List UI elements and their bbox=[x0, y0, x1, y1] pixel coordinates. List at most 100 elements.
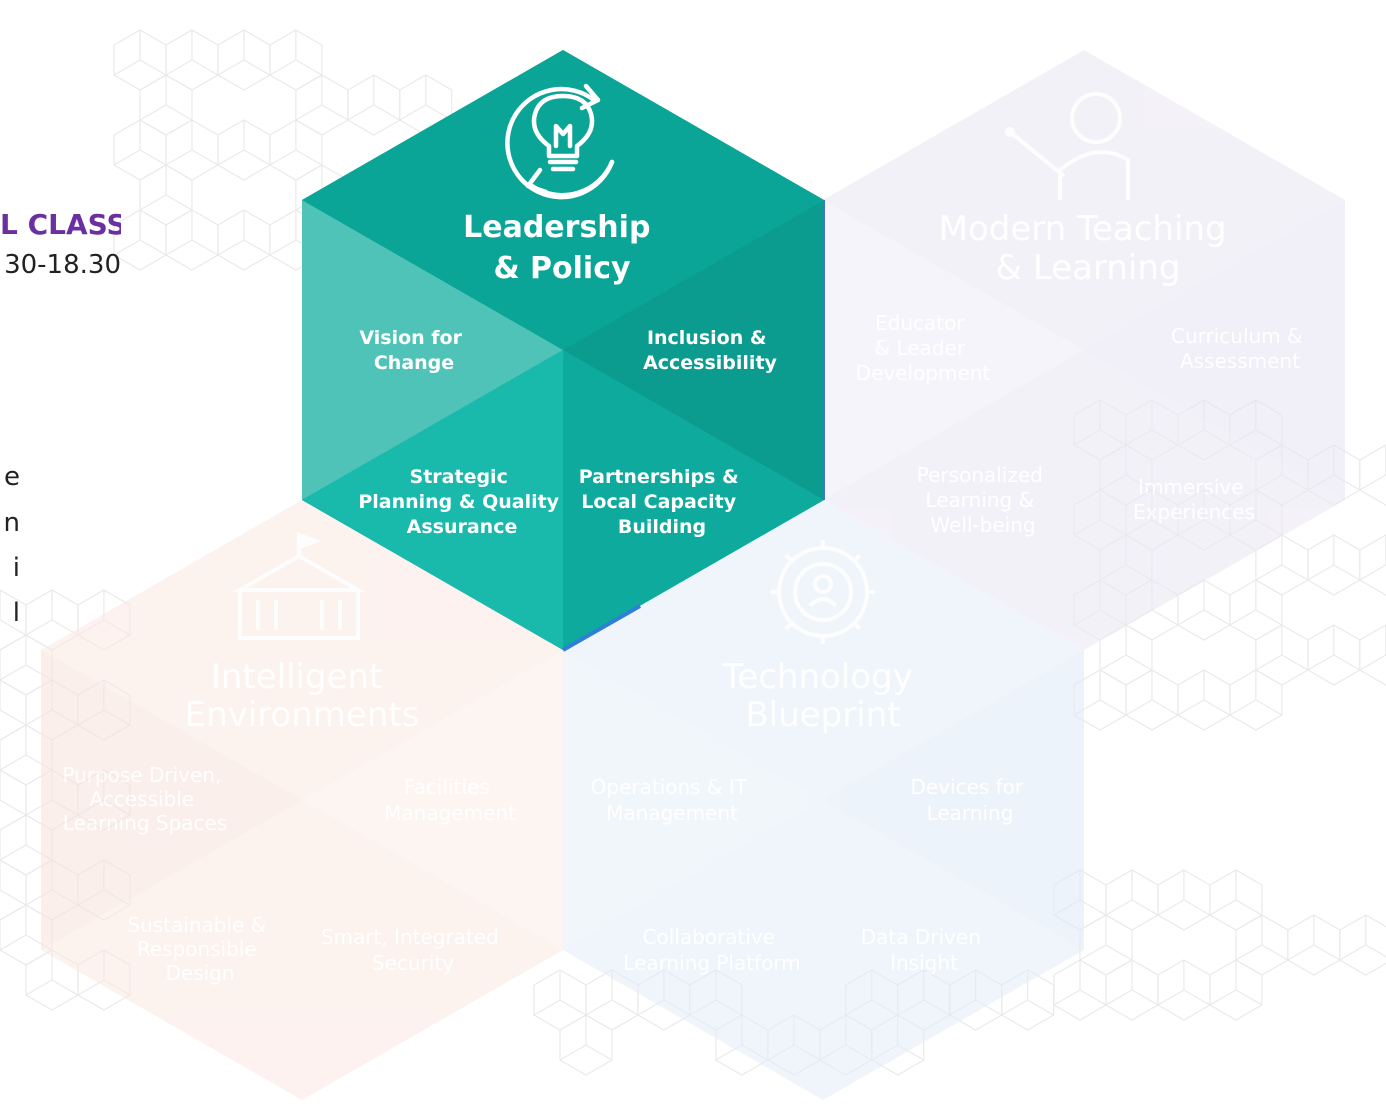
cropped-text-fragment: e bbox=[0, 462, 20, 492]
cube-edge bbox=[218, 240, 244, 255]
svg-text:Technology Blueprint: Technology Blueprint bbox=[721, 657, 923, 735]
cube-outline bbox=[1360, 445, 1386, 505]
cube-edge bbox=[1158, 990, 1184, 1005]
cube-edge bbox=[1256, 565, 1282, 580]
cube-edge bbox=[1152, 700, 1178, 715]
cube-outline bbox=[1360, 625, 1386, 685]
cube-edge bbox=[114, 60, 140, 75]
cube-edge bbox=[1230, 700, 1256, 715]
cube-edge bbox=[1126, 700, 1152, 715]
cube-edge bbox=[244, 240, 270, 255]
environments-title-line-1: Intelligent bbox=[211, 657, 383, 697]
cube-edge bbox=[1366, 945, 1386, 960]
cube-edge bbox=[1106, 900, 1132, 915]
segment-curriculum[interactable]: Curriculum & Assessment bbox=[1171, 324, 1309, 373]
cube-edge bbox=[560, 1000, 586, 1015]
cube-edge bbox=[1340, 945, 1366, 960]
cube-edge bbox=[1360, 655, 1386, 670]
cube-edge bbox=[26, 980, 52, 995]
cube-edge bbox=[1256, 655, 1282, 670]
leadership-title-line-1: Leadership bbox=[463, 210, 650, 245]
cube-edge bbox=[1132, 900, 1158, 915]
cube-edge bbox=[1262, 945, 1288, 960]
cube-edge bbox=[400, 105, 426, 120]
cube-edge bbox=[140, 240, 166, 255]
cube-edge bbox=[1334, 655, 1360, 670]
cube-edge bbox=[166, 60, 192, 75]
cube-edge bbox=[560, 1045, 586, 1060]
svg-text:Intelligent Environmen: Intelligent Environments bbox=[185, 657, 420, 735]
cube-edge bbox=[1230, 610, 1256, 625]
leadership-title-line-2: & Policy bbox=[493, 251, 631, 286]
cube-edge bbox=[1106, 990, 1132, 1005]
cube-outline bbox=[0, 680, 26, 740]
cube-edge bbox=[1288, 945, 1314, 960]
cube-edge bbox=[1178, 610, 1204, 625]
cube-edge bbox=[26, 620, 52, 635]
cube-edge bbox=[1002, 1000, 1028, 1015]
teaching-title-line-1: Modern Teaching bbox=[939, 209, 1227, 249]
cube-outline bbox=[0, 770, 26, 830]
cube-edge bbox=[166, 150, 192, 165]
cube-edge bbox=[192, 150, 218, 165]
cube-outline bbox=[1360, 535, 1386, 595]
cube-edge bbox=[1210, 990, 1236, 1005]
technology-title-line-1: Technology bbox=[721, 657, 912, 697]
cube-edge bbox=[166, 195, 192, 210]
technology-title-line-2: Blueprint bbox=[745, 695, 900, 735]
cube-edge bbox=[1100, 700, 1126, 715]
cube-edge bbox=[140, 195, 166, 210]
cube-edge bbox=[140, 150, 166, 165]
cube-edge bbox=[114, 150, 140, 165]
cropped-text-fragment: i bbox=[0, 553, 20, 583]
cube-edge bbox=[0, 800, 26, 815]
cube-edge bbox=[534, 1000, 560, 1015]
cropped-text-fragment: l bbox=[0, 598, 20, 628]
cube-edge bbox=[612, 1000, 638, 1015]
segment-educator[interactable]: Educator & Leader Development bbox=[856, 311, 991, 385]
cube-edge bbox=[1360, 565, 1386, 580]
cube-edge bbox=[244, 150, 270, 165]
segment-personalized[interactable]: Personalized Learning & Well-being bbox=[917, 463, 1049, 537]
cube-edge bbox=[586, 1000, 612, 1015]
cube-outline bbox=[1340, 915, 1386, 975]
cube-edge bbox=[374, 105, 400, 120]
class-label: L CLASS bbox=[0, 208, 121, 241]
cube-edge bbox=[1360, 475, 1386, 490]
cube-edge bbox=[0, 755, 26, 770]
cube-edge bbox=[296, 150, 322, 165]
cube-edge bbox=[1054, 990, 1080, 1005]
cube-edge bbox=[1282, 565, 1308, 580]
cube-edge bbox=[192, 240, 218, 255]
cube-edge bbox=[1282, 655, 1308, 670]
cube-edge bbox=[270, 150, 296, 165]
cube-edge bbox=[0, 935, 26, 950]
cube-edge bbox=[1236, 945, 1262, 960]
cube-edge bbox=[192, 60, 218, 75]
cube-edge bbox=[1236, 990, 1262, 1005]
cube-edge bbox=[322, 105, 348, 120]
cube-edge bbox=[1152, 610, 1178, 625]
cube-edge bbox=[1178, 700, 1204, 715]
cube-edge bbox=[1100, 655, 1126, 670]
time-label: 30-18.30 bbox=[0, 250, 121, 280]
cube-edge bbox=[1204, 610, 1230, 625]
cube-edge bbox=[0, 890, 26, 905]
teaching-title-line-2: & Learning bbox=[996, 248, 1181, 288]
cube-edge bbox=[140, 105, 166, 120]
cube-edge bbox=[52, 980, 78, 995]
cube-edge bbox=[1132, 990, 1158, 1005]
cube-edge bbox=[218, 60, 244, 75]
cube-edge bbox=[1184, 900, 1210, 915]
cube-edge bbox=[1106, 945, 1132, 960]
cube-outline bbox=[0, 860, 26, 920]
cube-edge bbox=[348, 105, 374, 120]
cube-edge bbox=[1256, 700, 1282, 715]
segment-immersive[interactable]: Immersive Experiences bbox=[1133, 475, 1255, 524]
cube-edge bbox=[296, 60, 322, 75]
cube-edge bbox=[166, 240, 192, 255]
cube-edge bbox=[0, 845, 26, 860]
cube-edge bbox=[1028, 1000, 1054, 1015]
